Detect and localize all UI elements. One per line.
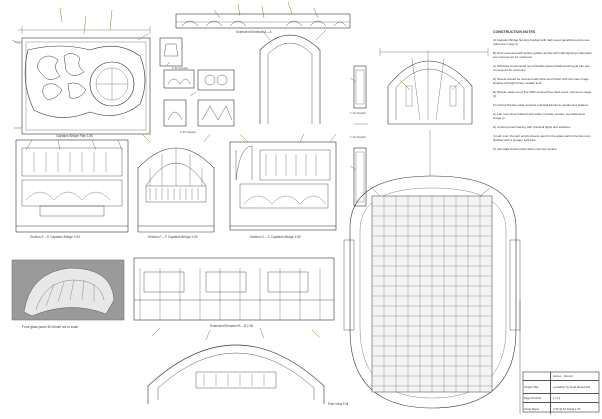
- project-label: Project Title: [523, 381, 551, 393]
- extended-elevation-b: [133, 257, 335, 321]
- scale-value: 1:50 @ A3 Detail 1:20: [553, 406, 581, 411]
- designer-label: [523, 372, 551, 380]
- note-item: C) Windows Constructed out of flexible g…: [493, 64, 590, 72]
- caption-section-f: Section F – F Captains Bridge 1:50: [148, 235, 198, 239]
- note-item: H) Control panel working with practical …: [493, 125, 571, 129]
- note-item: G) Lab room floor finished with white co…: [493, 112, 586, 120]
- note-item: E) Woods made out of fine MDF textured f…: [493, 90, 592, 98]
- note-item: A) Captains Bridge flooring finished wit…: [493, 38, 590, 46]
- caption-extended-elevation-b: Extended Elevation B – B 1:50: [210, 324, 254, 328]
- title-block: James · Dorcott Project Title Leviathan …: [523, 372, 599, 414]
- note-item: J) Lab room through acrylic sheets used …: [493, 134, 592, 142]
- note-item: F) Control Panels made and has practical…: [493, 103, 588, 107]
- caption-detail-3: 1:10 Details: [350, 111, 366, 115]
- note-item: K) Lab walls finished with white concret…: [493, 147, 557, 151]
- caption-detail-1: 1:20 Details: [172, 66, 188, 70]
- notes-title: CONSTRUCTION NOTES: [493, 30, 536, 34]
- window-arch-plan: [379, 48, 489, 125]
- designer-value: James · Dorcott: [553, 374, 573, 378]
- bridge-plan-drawing: [14, 26, 151, 135]
- title-block-designer-row: James · Dorcott: [523, 372, 599, 381]
- caption-section-e: Section E – E Captains Bridge 1:50: [30, 235, 80, 239]
- section-f-drawing: [137, 147, 215, 233]
- note-item: D) Woods should be reversed with dark wo…: [493, 77, 589, 85]
- caption-section-g: Section G – G Captains Bridge 1:50: [250, 235, 301, 239]
- caption-plan-view-full: Plan View Full: [328, 402, 349, 406]
- scale-label: Scale Paper: [523, 403, 551, 414]
- page-value: 1 of 1: [553, 396, 560, 400]
- construction-notes: CONSTRUCTION NOTES A) Captains Bridge fl…: [493, 30, 593, 156]
- section-g-drawing: [229, 141, 337, 231]
- arch-doorway: [259, 34, 321, 124]
- caption-extended-elevation-a: Extended Elevation A – A: [236, 30, 272, 34]
- bottom-arch-plan: [147, 344, 325, 404]
- detail-panels: [159, 37, 235, 127]
- caption-detail-4: 1:10 Details: [350, 135, 366, 139]
- title-block-project-row: Project Title Leviathan by Scott Westerf…: [523, 381, 599, 394]
- glass-panel-3d-image: [11, 259, 125, 321]
- project-value: Leviathan by Scott Westerfeld: [553, 385, 591, 389]
- title-block-page-row: Page Number 1 of 1: [523, 394, 599, 403]
- title-block-scale-row: Scale Paper 1:50 @ A3 Detail 1:20: [523, 403, 599, 414]
- caption-detail-2: 1:20 Details: [180, 130, 196, 134]
- annotation-leaders: [11, 1, 491, 341]
- note-item: B) Floor recessed with texture golden ar…: [493, 51, 592, 59]
- caption-glass-panel: Front glass panel 3D Model not to scale: [22, 325, 79, 329]
- section-e-drawing: [15, 139, 129, 233]
- page-label: Page Number: [523, 394, 551, 402]
- extended-elevation-a: [175, 13, 351, 29]
- full-plan-oval: [343, 130, 521, 409]
- detail-columns: [353, 65, 368, 207]
- caption-plan: Captains Bridge Plan 1:50: [56, 134, 94, 138]
